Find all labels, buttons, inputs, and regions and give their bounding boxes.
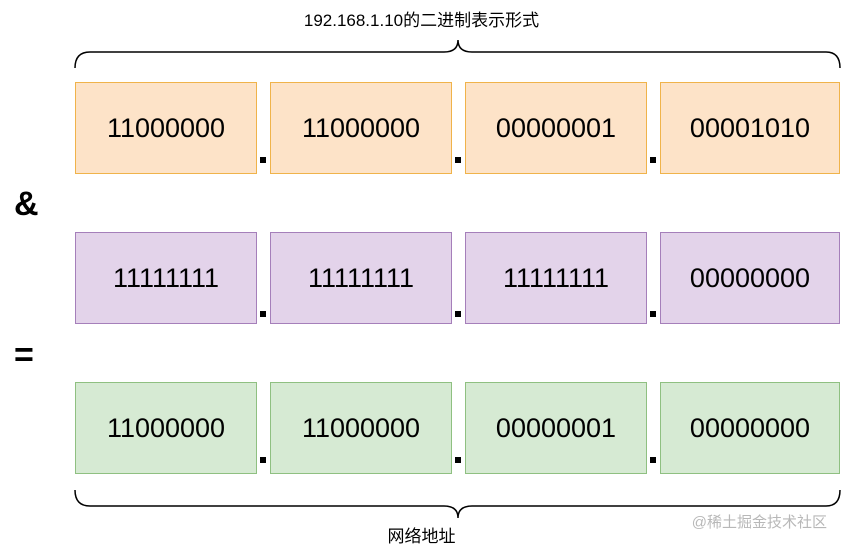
mask-octet-3: 11111111 — [465, 232, 647, 324]
mask-octet-2: 11111111 — [270, 232, 452, 324]
equals-operator: = — [14, 336, 34, 374]
and-operator: & — [14, 185, 39, 223]
ip-octet-3: 00000001 — [465, 82, 647, 174]
dot-separator — [260, 457, 266, 463]
net-octet-1: 11000000 — [75, 382, 257, 474]
dot-separator — [455, 311, 461, 317]
dot-separator — [455, 157, 461, 163]
dot-separator — [650, 311, 656, 317]
dot-separator — [260, 157, 266, 163]
dot-separator — [650, 457, 656, 463]
dot-separator — [650, 157, 656, 163]
dot-separator — [455, 457, 461, 463]
net-octet-3: 00000001 — [465, 382, 647, 474]
top-label: 192.168.1.10的二进制表示形式 — [303, 11, 540, 30]
dot-separator — [260, 311, 266, 317]
net-octet-4: 00000000 — [660, 382, 840, 474]
mask-octet-1: 11111111 — [75, 232, 257, 324]
ip-octet-1: 11000000 — [75, 82, 257, 174]
net-octet-2: 11000000 — [270, 382, 452, 474]
watermark: @稀土掘金技术社区 — [691, 514, 827, 531]
bottom-label: 网络地址 — [387, 527, 456, 546]
bottom-brace — [74, 489, 841, 519]
top-brace — [74, 39, 841, 69]
mask-octet-4: 00000000 — [660, 232, 840, 324]
ip-octet-2: 11000000 — [270, 82, 452, 174]
ip-octet-4: 00001010 — [660, 82, 840, 174]
